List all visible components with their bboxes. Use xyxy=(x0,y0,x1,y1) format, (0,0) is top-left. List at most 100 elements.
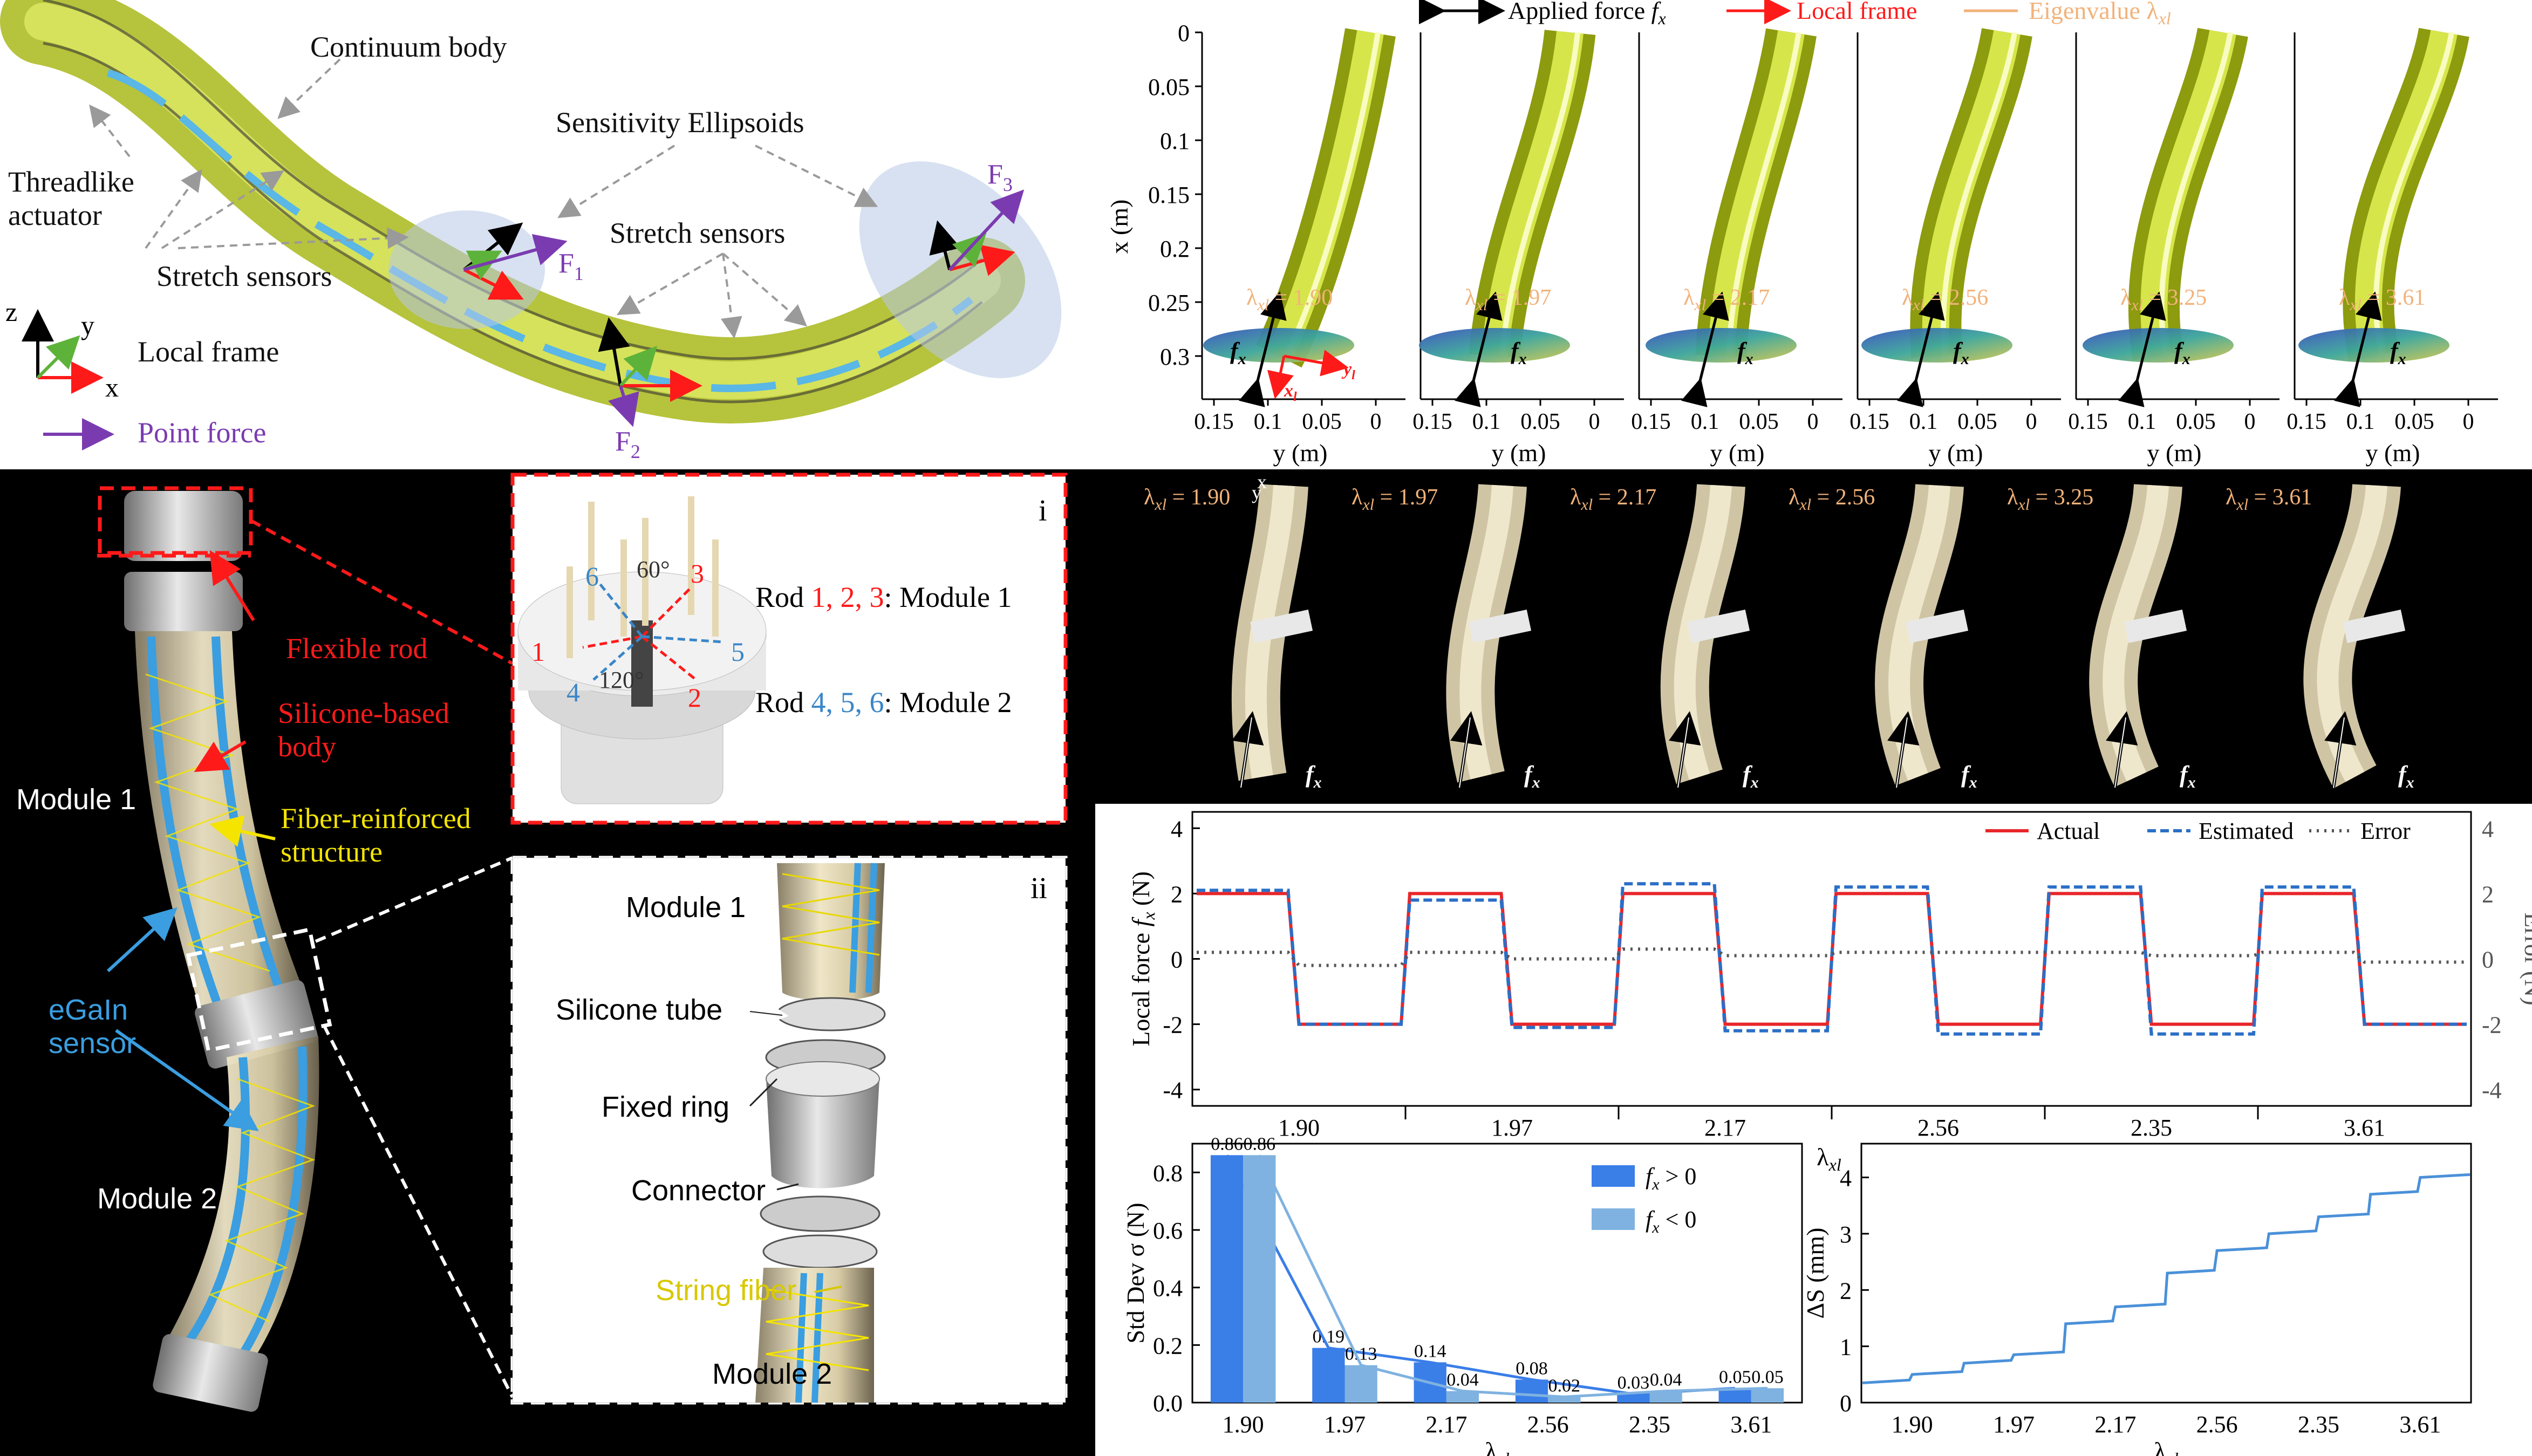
text-line: body xyxy=(278,730,336,763)
panel-d-background xyxy=(1095,469,2532,804)
value: = 3.61 xyxy=(2248,485,2312,510)
applied-force-arrow xyxy=(1239,291,1287,407)
xlabel: y (m) xyxy=(1710,439,1765,467)
xtick-label: 0.15 xyxy=(2068,409,2108,434)
sensitivity-ellipsoid xyxy=(2298,328,2449,363)
robot-top-cap xyxy=(124,491,243,561)
rod-group-module-2: Rod 4, 5, 6: Module 2 xyxy=(755,686,1012,719)
robot-connector xyxy=(1906,610,1969,644)
force-arrow-light xyxy=(1459,717,1471,788)
ii-label-fixed-ring: Fixed ring xyxy=(602,1091,729,1123)
xtick-label: 0.1 xyxy=(1254,409,1282,434)
ytick-label: 0 xyxy=(1171,947,1183,973)
xtick-label: 2.17 xyxy=(1704,1115,1746,1141)
value: = 3.25 xyxy=(2030,485,2093,510)
rod-number-6: 6 xyxy=(585,561,599,591)
xlabel: y (m) xyxy=(1492,439,1546,467)
value: = 2.17 xyxy=(1706,285,1770,310)
plot-frame xyxy=(1860,1143,2472,1404)
ii-label-module-2: Module 2 xyxy=(712,1358,832,1390)
legend-label: Error xyxy=(2360,818,2411,844)
sub: x xyxy=(2406,774,2414,791)
y2tick-label: 0 xyxy=(2482,947,2494,973)
xlabel: λxl xyxy=(2154,1437,2179,1456)
inset-i-label: i xyxy=(1039,494,1047,528)
text-line: sensor xyxy=(49,1027,136,1059)
plot-frame xyxy=(1191,1143,1803,1404)
xtick-label: 1.97 xyxy=(1993,1411,2035,1438)
bar-label: 0.14 xyxy=(1414,1341,1446,1361)
panel-b-ylabel: x (m) xyxy=(1105,200,1133,254)
bar-label: 0.86 xyxy=(1244,1134,1276,1154)
sub: xl xyxy=(2349,296,2362,314)
sub: x xyxy=(1745,350,1753,368)
xtick-label: 0.1 xyxy=(1472,409,1501,434)
legend-swatch xyxy=(1592,1208,1635,1230)
local-frame-x xyxy=(1267,356,1294,399)
legend-local-frame: Local frame xyxy=(1797,0,1917,24)
text-line: structure xyxy=(281,836,383,868)
ii-label-silicone-tube: Silicone tube xyxy=(556,994,722,1026)
legend-eigenvalue: Eigenvalue λxl xyxy=(2029,0,2171,28)
xtick-label: 3.61 xyxy=(1730,1411,1772,1438)
ytick-label: 0.6 xyxy=(1153,1218,1183,1244)
eigenvalue-label: λxl = 1.97 xyxy=(1352,485,1438,514)
eigenvalue-label: λxl = 1.97 xyxy=(1465,285,1551,314)
xlabel: y (m) xyxy=(2366,439,2420,467)
xtick-label: 1.90 xyxy=(1892,1411,1933,1438)
robot-connector xyxy=(1469,610,1532,644)
op: > 0 xyxy=(1660,1163,1697,1190)
sub: xl xyxy=(2131,296,2143,314)
series-delta-s xyxy=(1862,1173,2470,1384)
ytick-label: -2 xyxy=(1163,1012,1183,1038)
force-arrow-light xyxy=(2114,717,2126,788)
value: = 1.90 xyxy=(1166,485,1230,510)
xtick-label: 2.56 xyxy=(1917,1115,1959,1141)
legend-label: fx > 0 xyxy=(1646,1163,1696,1193)
bar-label: 0.03 xyxy=(1618,1373,1650,1393)
bar xyxy=(1312,1348,1345,1403)
label-stretch-sensors-right: Stretch sensors xyxy=(610,217,785,249)
robot-top-connector xyxy=(124,572,243,631)
xtick-label: 0.05 xyxy=(1957,409,1997,434)
panel-d-axis-y: y xyxy=(1252,482,1261,503)
xtick-label: 0.15 xyxy=(1849,409,1889,434)
label-stretch-sensors-left: Stretch sensors xyxy=(156,260,332,292)
sub: x xyxy=(1651,1219,1660,1236)
legend-swatch xyxy=(1592,1165,1635,1187)
bar xyxy=(1649,1391,1682,1403)
panel-b-yticks: 00.050.10.150.20.250.3 xyxy=(1148,20,1202,370)
applied-force-arrow xyxy=(1897,291,1945,407)
bar xyxy=(1548,1397,1581,1403)
sub: xl xyxy=(1362,496,1374,514)
sub: x xyxy=(2187,774,2196,791)
eigenvalue-label: λxl = 3.61 xyxy=(2226,485,2312,514)
rod-number-3: 3 xyxy=(691,558,704,589)
y2tick-label: 2 xyxy=(2482,881,2494,907)
bar xyxy=(1446,1391,1479,1403)
label-continuum-body: Continuum body xyxy=(310,31,507,63)
bar xyxy=(1345,1365,1377,1403)
eigenvalue-label: λxl = 2.17 xyxy=(1570,485,1656,514)
xtick-label: 0.1 xyxy=(2346,409,2375,434)
y2tick-label: -2 xyxy=(2482,1012,2502,1038)
legend-label: fx < 0 xyxy=(1646,1206,1696,1236)
xtick-label: 2.35 xyxy=(2131,1115,2172,1141)
bar-label: 0.02 xyxy=(1548,1376,1581,1396)
bar-label: 0.04 xyxy=(1650,1370,1682,1390)
sub: xl xyxy=(1912,296,1924,314)
bar-label: 0.05 xyxy=(1751,1367,1784,1387)
tube-sheen xyxy=(1499,32,1580,357)
ytick-label: 3 xyxy=(1840,1221,1852,1248)
sensitivity-ellipsoid xyxy=(2083,328,2234,363)
value: = 3.61 xyxy=(2362,285,2425,310)
